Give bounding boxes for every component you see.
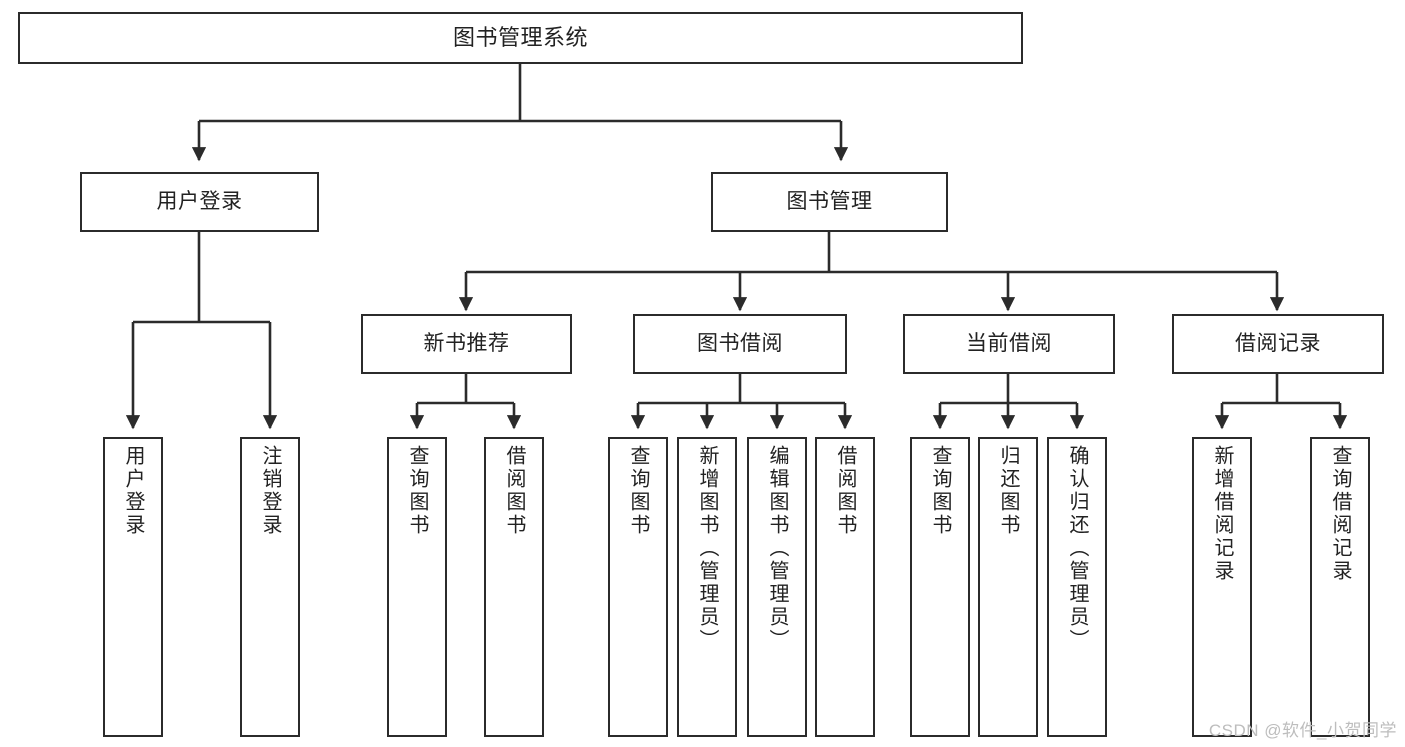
node-label: 用户登录: [122, 445, 144, 537]
watermark: CSDN @软件_小贺同学: [1208, 721, 1397, 740]
node-label: 新增图书（管理员）: [696, 445, 718, 652]
node-label: 确认归还（管理员）: [1066, 445, 1088, 652]
leaf-record-add-record[interactable]: 新增借阅记录: [1192, 437, 1252, 737]
leaf-recommend-borrow-book[interactable]: 借阅图书: [484, 437, 544, 737]
node-label: 借阅图书: [503, 445, 525, 537]
leaf-user-login[interactable]: 用户登录: [103, 437, 163, 737]
node-label: 查询图书: [627, 445, 649, 537]
node-label: 图书管理系统: [452, 25, 588, 51]
node-book-borrow[interactable]: 图书借阅: [633, 314, 847, 374]
node-label: 新增借阅记录: [1211, 445, 1233, 583]
node-label: 当前借阅: [966, 331, 1052, 355]
node-borrow-record[interactable]: 借阅记录: [1172, 314, 1384, 374]
node-label: 归还图书: [997, 445, 1019, 537]
node-label: 用户登录: [156, 189, 243, 213]
node-root-system[interactable]: 图书管理系统: [18, 12, 1023, 64]
leaf-recommend-query-book[interactable]: 查询图书: [387, 437, 447, 737]
leaf-current-return-book[interactable]: 归还图书: [978, 437, 1038, 737]
leaf-current-query-book[interactable]: 查询图书: [910, 437, 970, 737]
node-label: 借阅图书: [834, 445, 856, 537]
node-label: 图书管理: [786, 189, 873, 213]
node-label: 图书借阅: [697, 331, 783, 355]
leaf-borrow-edit-book-admin[interactable]: 编辑图书（管理员）: [747, 437, 807, 737]
node-user-login[interactable]: 用户登录: [80, 172, 319, 232]
leaf-borrow-borrow-book[interactable]: 借阅图书: [815, 437, 875, 737]
node-current-borrow[interactable]: 当前借阅: [903, 314, 1115, 374]
leaf-record-query-record[interactable]: 查询借阅记录: [1310, 437, 1370, 737]
node-label: 查询图书: [929, 445, 951, 537]
leaf-current-confirm-return-admin[interactable]: 确认归还（管理员）: [1047, 437, 1107, 737]
node-label: 新书推荐: [423, 331, 510, 355]
node-label: 查询借阅记录: [1329, 445, 1351, 583]
node-new-book-recommend[interactable]: 新书推荐: [361, 314, 572, 374]
leaf-borrow-query-book[interactable]: 查询图书: [608, 437, 668, 737]
node-label: 注销登录: [259, 445, 281, 537]
node-label: 查询图书: [406, 445, 428, 537]
node-label: 编辑图书（管理员）: [766, 445, 788, 652]
node-book-management[interactable]: 图书管理: [711, 172, 948, 232]
leaf-borrow-add-book-admin[interactable]: 新增图书（管理员）: [677, 437, 737, 737]
leaf-logout[interactable]: 注销登录: [240, 437, 300, 737]
node-label: 借阅记录: [1235, 331, 1321, 355]
